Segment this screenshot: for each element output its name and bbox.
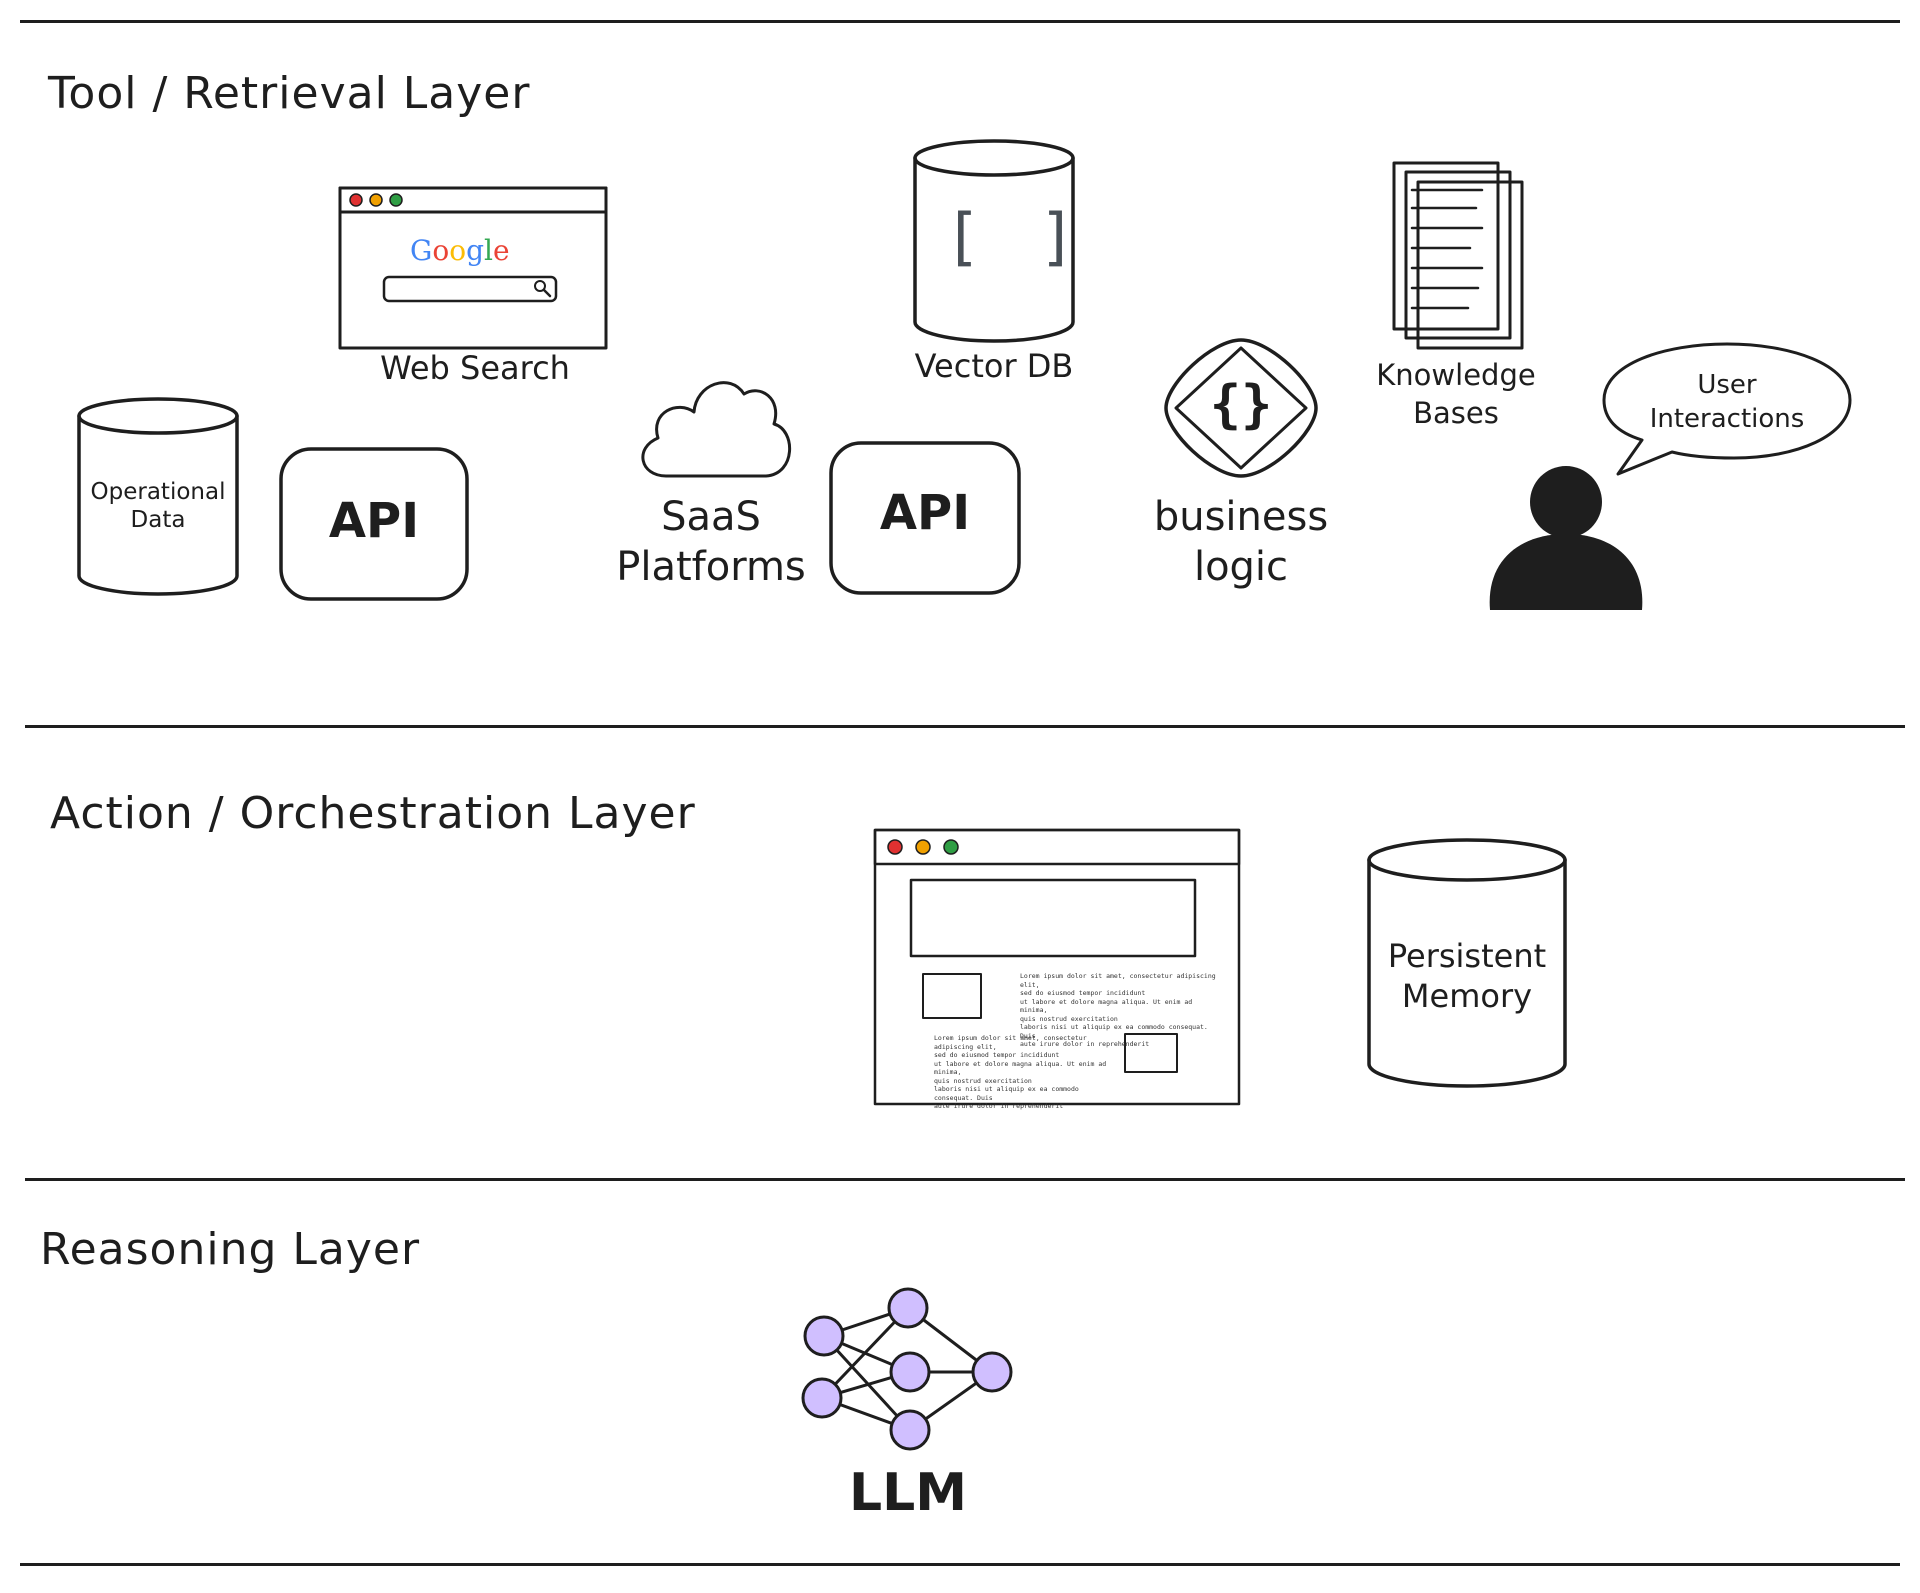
action-layer-title: Action / Orchestration Layer	[50, 788, 696, 839]
business-logic-label-1: business	[1153, 494, 1329, 540]
persistent-memory-label-2: Memory	[1401, 977, 1533, 1015]
vector-db-glyph: [ ]	[944, 200, 1086, 273]
google-logo: Google	[410, 234, 510, 267]
database-icon	[77, 397, 239, 596]
divider-tool-action	[25, 725, 1905, 728]
saas-label-1: SaaS	[661, 494, 761, 540]
llm-label: LLM	[848, 1463, 967, 1523]
lorem-line: aute irure dolor in reprehenderit	[1020, 1040, 1150, 1048]
divider-action-reasoning	[25, 1178, 1905, 1181]
operational-data-label-2: Data	[130, 507, 186, 533]
browser-window-icon	[338, 186, 608, 350]
reasoning-layer-title: Reasoning Layer	[40, 1224, 421, 1275]
lorem-line: sed do eiusmod tempor incididunt	[1020, 989, 1146, 997]
lorem-line: ut labore et dolore magna aliqua. Ut eni…	[934, 1059, 1107, 1077]
user-interactions-label-1: User	[1697, 370, 1757, 400]
api-box-green	[829, 441, 1021, 595]
cloud-icon	[641, 381, 791, 478]
knowledge-bases-label-1: Knowledge	[1376, 358, 1536, 392]
vector-db-label: Vector DB	[914, 347, 1074, 385]
api-blue-label: API	[328, 493, 420, 549]
lorem-line: ut labore et dolore magna aliqua. Ut eni…	[1020, 997, 1193, 1015]
code-braces-icon	[1164, 338, 1318, 478]
user-avatar-icon	[1489, 466, 1643, 610]
lorem-line: quis nostrud exercitation	[934, 1076, 1032, 1085]
operational-data-label-1: Operational	[90, 479, 226, 505]
divider-top	[20, 20, 1900, 23]
divider-bottom	[20, 1563, 1900, 1566]
lorem-block-1: Lorem ipsum dolor sit amet, consectetur …	[1020, 972, 1220, 1049]
database-icon	[1367, 838, 1567, 1088]
neural-network-icon	[801, 1287, 1013, 1451]
speech-bubble-icon	[1602, 342, 1852, 476]
business-logic-label-2: logic	[1193, 544, 1289, 590]
user-interactions-label-2: Interactions	[1649, 404, 1805, 434]
tool-layer-title: Tool / Retrieval Layer	[48, 68, 531, 119]
lorem-line: Lorem ipsum dolor sit amet, consectetur …	[934, 1034, 1087, 1051]
lorem-line: Lorem ipsum dolor sit amet, consectetur …	[1020, 972, 1216, 989]
lorem-line: aute irure dolor in reprehenderit	[934, 1102, 1064, 1110]
api-box-blue	[279, 447, 469, 601]
persistent-memory-label-1: Persistent	[1387, 937, 1547, 975]
lorem-line: quis nostrud exercitation	[1020, 1014, 1118, 1023]
lorem-block-2: Lorem ipsum dolor sit amet, consectetur …	[934, 1034, 1120, 1111]
lorem-line: laboris nisi ut aliquip ex ea commodo co…	[934, 1085, 1079, 1102]
app-window-frame	[873, 828, 1241, 1106]
knowledge-bases-label-2: Bases	[1413, 396, 1499, 430]
saas-label-2: Platforms	[616, 544, 806, 590]
database-icon	[913, 139, 1075, 343]
documents-icon	[1392, 161, 1524, 350]
lorem-line: sed do eiusmod tempor incididunt	[934, 1051, 1060, 1059]
lorem-line: laboris nisi ut aliquip ex ea commodo co…	[1020, 1023, 1208, 1040]
web-search-label: Web Search	[380, 349, 570, 387]
api-green-label: API	[879, 485, 971, 541]
business-logic-glyph: {}	[1209, 375, 1273, 435]
